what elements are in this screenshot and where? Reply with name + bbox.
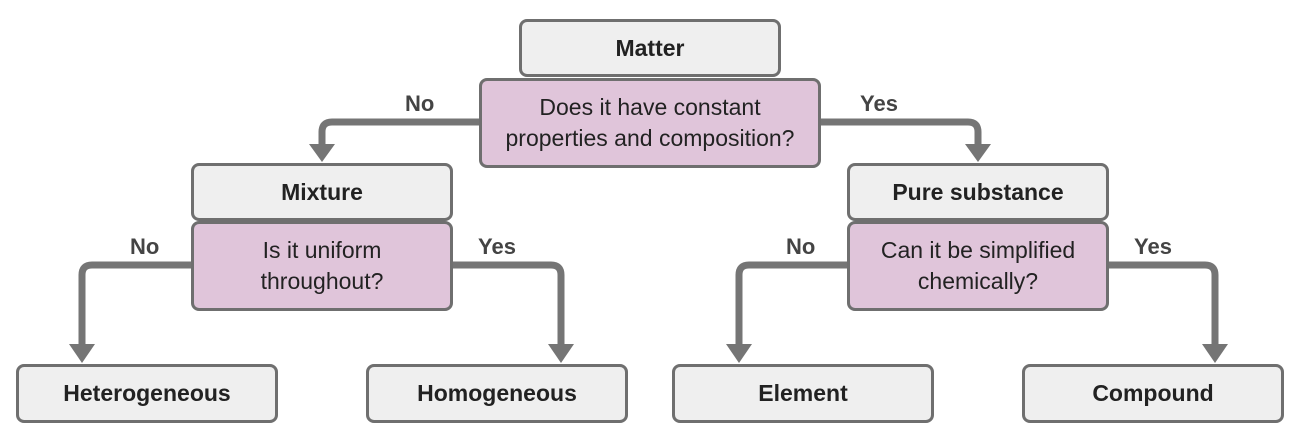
pure-substance-yes-label: Yes <box>1134 234 1172 259</box>
heterogeneous-label: Heterogeneous <box>63 380 231 406</box>
constant-properties-question-text: Does it have constant properties and com… <box>505 94 795 151</box>
connector-mixture-yes <box>452 261 565 346</box>
uniform-question-text: Is it uniform throughout? <box>260 237 384 294</box>
connector-matter-yes <box>820 118 982 146</box>
matter-title: Matter <box>615 34 685 61</box>
uniform-question: Is it uniform throughout? <box>191 221 453 311</box>
pure-substance-title: Pure substance <box>892 178 1064 205</box>
constant-properties-question: Does it have constant properties and com… <box>479 78 821 168</box>
pure-substance-no-label: No <box>786 234 816 259</box>
arrowhead-mixture <box>309 144 335 162</box>
compound-label: Compound <box>1092 380 1214 406</box>
connector-matter-no <box>318 118 480 146</box>
matter-yes-label: Yes <box>860 91 898 116</box>
arrowhead-compound <box>1202 344 1228 363</box>
mixture-yes-label: Yes <box>478 234 516 259</box>
element-node: Element <box>672 364 934 423</box>
arrowhead-homogeneous <box>548 344 574 363</box>
simplified-question: Can it be simplified chemically? <box>847 221 1109 311</box>
mixture-title: Mixture <box>281 178 363 205</box>
heterogeneous-node: Heterogeneous <box>16 364 278 423</box>
homogeneous-label: Homogeneous <box>417 380 577 406</box>
element-label: Element <box>758 380 848 406</box>
pure-substance-node: Pure substance <box>847 163 1109 221</box>
mixture-no-label: No <box>130 234 160 259</box>
compound-node: Compound <box>1022 364 1284 423</box>
matter-no-label: No <box>405 91 435 116</box>
arrowhead-element <box>726 344 752 363</box>
simplified-question-text: Can it be simplified chemically? <box>880 237 1076 294</box>
connector-pure-yes <box>1108 261 1219 346</box>
matter-node: Matter <box>519 19 781 77</box>
arrowhead-heterogeneous <box>69 344 95 363</box>
arrowhead-pure-substance <box>965 144 991 162</box>
mixture-node: Mixture <box>191 163 453 221</box>
homogeneous-node: Homogeneous <box>366 364 628 423</box>
connector-pure-no <box>735 261 848 346</box>
connector-mixture-no <box>78 261 192 346</box>
